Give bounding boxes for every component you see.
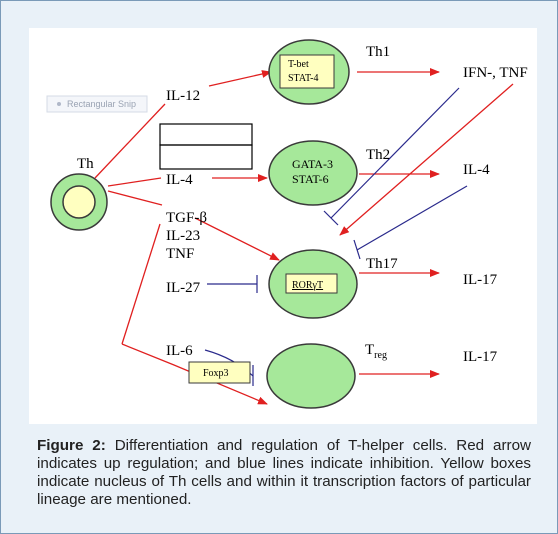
foxp3-box xyxy=(188,361,251,384)
th-line-tgfb xyxy=(107,190,163,206)
th-to-cytokine-lines xyxy=(94,103,166,345)
th2-cell: GATA-3 STAT-6 xyxy=(268,140,358,206)
arrow-tnf-th17 xyxy=(339,83,514,236)
stat6-label: STAT-6 xyxy=(292,172,329,186)
caption-label: Figure 2: xyxy=(37,437,106,454)
subset-th1: Th1 xyxy=(366,44,390,60)
th-cell-nucleus xyxy=(62,185,96,219)
output-th2: IL-4 xyxy=(463,162,490,178)
rorgt-label: RORγT xyxy=(292,280,323,291)
empty-box-bottom xyxy=(159,144,253,170)
output-th17: IL-17 xyxy=(463,272,498,288)
cytokine-tnf: TNF xyxy=(166,246,194,262)
caption-text: Differentiation and regulation of T-help… xyxy=(37,437,531,508)
inhibit-il4-th17 xyxy=(356,185,468,251)
rectangular-snip-artifact: Rectangular Snip xyxy=(46,95,148,113)
inhibit-il4-th17-bar xyxy=(353,239,361,260)
inhibition-lines xyxy=(204,87,468,386)
th17-cell: RORγT xyxy=(268,249,358,319)
inhibit-ifn-th2 xyxy=(330,87,460,219)
arrow-il6-treg xyxy=(121,343,268,405)
cytokine-il12: IL-12 xyxy=(166,88,200,104)
treg-cell xyxy=(266,343,356,409)
stat4-label: STAT-4 xyxy=(288,73,319,84)
foxp3-label: Foxp3 xyxy=(203,368,229,379)
cytokine-il27: IL-27 xyxy=(166,280,201,296)
output-th1: IFN-, TNF xyxy=(463,65,528,81)
inhibit-ifn-th2-bar xyxy=(323,210,339,226)
output-treg: IL-17 xyxy=(463,349,498,365)
subset-treg-main: T xyxy=(365,342,374,358)
cytokine-tgfb: TGF-β xyxy=(166,210,207,226)
arrow-il12-th1 xyxy=(208,70,272,87)
cytokine-il23: IL-23 xyxy=(166,228,200,244)
th-label: Th xyxy=(77,156,94,172)
activation-arrows xyxy=(121,68,514,405)
empty-box-top xyxy=(159,123,253,146)
th-line-il4 xyxy=(107,177,162,187)
th-line-il6 xyxy=(121,223,161,345)
subset-treg: Treg xyxy=(365,342,387,361)
th1-nucleus-box xyxy=(279,54,335,89)
subset-th17: Th17 xyxy=(366,256,398,272)
diagram-panel: Rectangular Snip Th xyxy=(29,28,537,424)
gata3-label: GATA-3 xyxy=(292,157,333,171)
figure-caption: Figure 2: Differentiation and regulation… xyxy=(37,437,531,509)
tbet-label: T-bet xyxy=(288,59,309,70)
th17-nucleus-box xyxy=(285,273,338,294)
subset-treg-sub: reg xyxy=(374,350,387,361)
cytokine-il6: IL-6 xyxy=(166,343,193,359)
snip-label: Rectangular Snip xyxy=(67,99,136,109)
arrow-tgfb-th17 xyxy=(194,217,280,261)
th-cell: Th xyxy=(50,156,108,231)
th1-cell: T-bet STAT-4 xyxy=(268,39,350,105)
subset-th2: Th2 xyxy=(366,147,390,163)
th-line-il12 xyxy=(94,103,166,179)
cytokine-il4: IL-4 xyxy=(166,172,193,188)
th-differentiation-diagram: Rectangular Snip Th xyxy=(46,39,528,409)
